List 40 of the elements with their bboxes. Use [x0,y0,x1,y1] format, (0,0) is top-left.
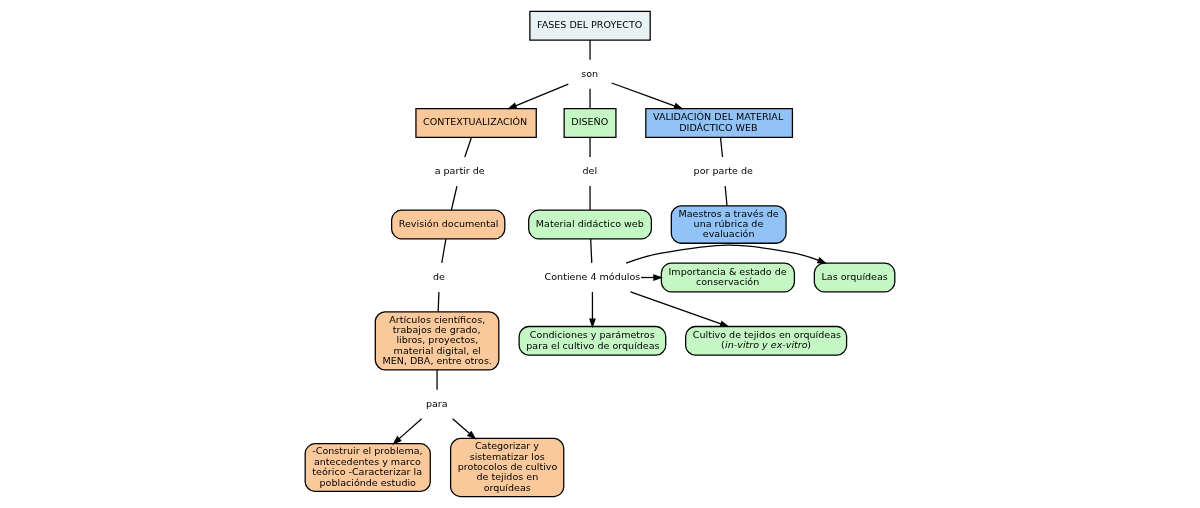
node-box: Artículos científicos, trabajos de grado, libros, proyectos, material digital, el MEN, DBA, entre otros. [374,311,500,371]
node-box: Las orquídeas [813,262,896,293]
connector [441,238,447,264]
connector [436,369,438,391]
node-box: Material didáctico web [528,209,653,240]
node-box: FASES DEL PROYECTO [529,10,651,41]
node-text: son [581,67,599,79]
node-box: Revisión documental [391,209,506,240]
node-box: DISEÑO [563,107,617,138]
connector [590,238,593,264]
connector [719,136,724,158]
connector [589,39,591,61]
node-box: Condiciones y parámetros para el cultivo de orquídeas [518,325,667,356]
arrow [629,291,730,328]
node-text: de [433,270,446,282]
connector [437,291,440,313]
node-box: Categorizar y sistematizar los protocolos de cultivo de tejidos en orquídeas [449,437,565,498]
connector [450,185,458,211]
arrow [625,244,828,264]
arrow [507,83,569,110]
arrow [589,291,596,329]
arrow [452,418,477,440]
arrow [392,418,423,445]
arrow [611,82,684,110]
connector [589,185,591,211]
node-text: del [582,165,598,176]
node-box: CONTEXTUALIZACIÓN [415,107,537,138]
node-box: VALIDACIÓN DEL MATERIAL DIDÁCTICO WEB [645,107,794,138]
connector [724,185,728,207]
node-text: a partir de [434,165,485,176]
node-box: Importancia & estado de conservación [660,262,796,293]
node-text: para [425,397,448,409]
connector [589,88,591,110]
node-box: -Construir el problema, antecedentes y marco teórico -Caracterizar la poblaciónde estudio [304,443,431,493]
node-box: Cultivo de tejidos en orquídeas (in-vitro y ex-vitro) [685,325,848,356]
node-box: Maestros a través de una rúbrica de evaluación [670,205,787,244]
connector [589,136,591,158]
node-text: Contiene 4 módulos [544,270,641,282]
connector [464,136,473,158]
node-text: por parte de [693,165,753,176]
